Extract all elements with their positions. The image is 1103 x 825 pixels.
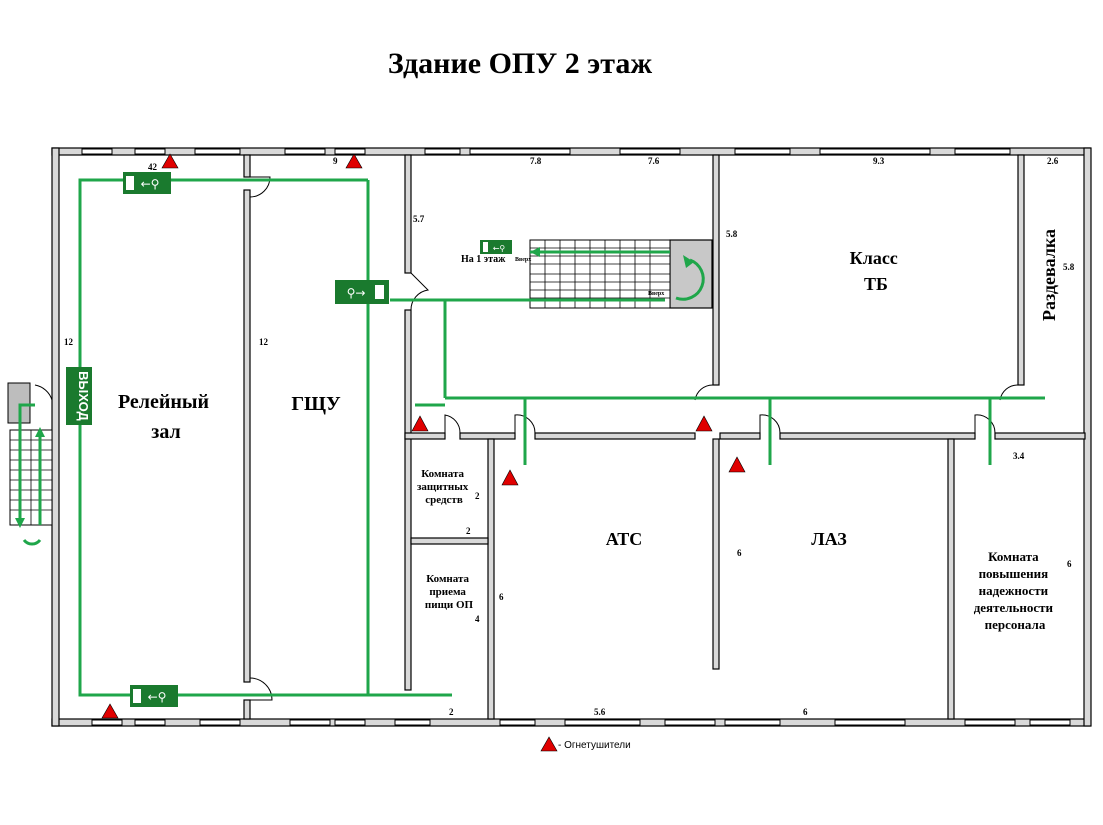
svg-text:←⚲: ←⚲ xyxy=(148,690,167,704)
dimension-label: 2.6 xyxy=(1047,156,1059,166)
room-reliability: Комната повышения надежности деятельност… xyxy=(974,549,1057,632)
dimension-label: 9 xyxy=(333,156,338,166)
stair-up-label-2: Вверх xyxy=(648,291,664,297)
room-relay-hall: Релейный зал xyxy=(118,391,214,443)
room-class-tb: Класс ТБ xyxy=(850,248,903,294)
svg-text:←⚲: ←⚲ xyxy=(141,177,160,191)
dimension-label: 2 xyxy=(475,491,480,501)
dimension-label: 6 xyxy=(1067,559,1072,569)
dimension-label: 9.3 xyxy=(873,156,885,166)
up-arrow-icon xyxy=(675,258,705,301)
room-locker: Раздевалка xyxy=(1039,229,1059,321)
to-first-floor-label: На 1 этаж xyxy=(461,254,506,265)
room-gshu: ГЩУ xyxy=(291,393,341,415)
dimension-label: 7.6 xyxy=(648,156,660,166)
dimension-label: 12 xyxy=(64,337,74,347)
fire-extinguisher-icon xyxy=(101,153,746,752)
exit-sign-icon: ⚲→ xyxy=(335,280,389,304)
room-food: Комната приема пищи ОП xyxy=(425,573,474,611)
page-title: Здание ОПУ 2 этаж xyxy=(388,47,652,80)
exit-sign-icon: ←⚲ xyxy=(123,172,171,194)
evacuation-route xyxy=(15,178,1045,697)
dimension-label: 42 xyxy=(148,162,158,172)
exit-vertical-label: ВЫХОД xyxy=(76,371,91,421)
dimension-label: 5.8 xyxy=(1063,262,1075,272)
dimension-label: 6 xyxy=(737,548,742,558)
svg-text:←⚲: ←⚲ xyxy=(493,244,506,253)
dimension-label: 2 xyxy=(449,707,454,717)
dimension-label: 5.6 xyxy=(594,707,606,717)
dimension-label: 6 xyxy=(499,592,504,602)
dimension-label: 3.4 xyxy=(1013,451,1025,461)
top-windows xyxy=(81,148,1011,155)
dimension-label: 4 xyxy=(475,614,480,624)
dimension-label: 5.7 xyxy=(413,214,425,224)
svg-text:⚲→: ⚲→ xyxy=(347,286,366,300)
legend-label: - Огнетушители xyxy=(558,740,631,751)
bottom-windows xyxy=(91,719,1071,726)
room-laz: ЛАЗ xyxy=(811,529,847,549)
dimension-labels: 42 9 7.8 7.6 9.3 2.6 5.7 5.8 5.8 12 12 2… xyxy=(64,156,1075,717)
dimension-label: 5.8 xyxy=(726,229,738,239)
dimension-label: 2 xyxy=(466,526,471,536)
room-ats: АТС xyxy=(606,529,642,549)
exit-vertical-sign: ВЫХОД xyxy=(66,367,92,425)
exit-sign-icon: ←⚲ xyxy=(480,240,512,254)
stair-up-label: Вверх xyxy=(515,257,531,263)
inner-walls xyxy=(243,154,1086,720)
dimension-label: 7.8 xyxy=(530,156,542,166)
room-protective: Комната защитных средств xyxy=(417,468,471,506)
external-staircase xyxy=(7,382,53,526)
doors xyxy=(34,176,1019,701)
exit-sign-icon: ←⚲ xyxy=(130,685,178,707)
dimension-label: 6 xyxy=(803,707,808,717)
dimension-label: 12 xyxy=(259,337,269,347)
